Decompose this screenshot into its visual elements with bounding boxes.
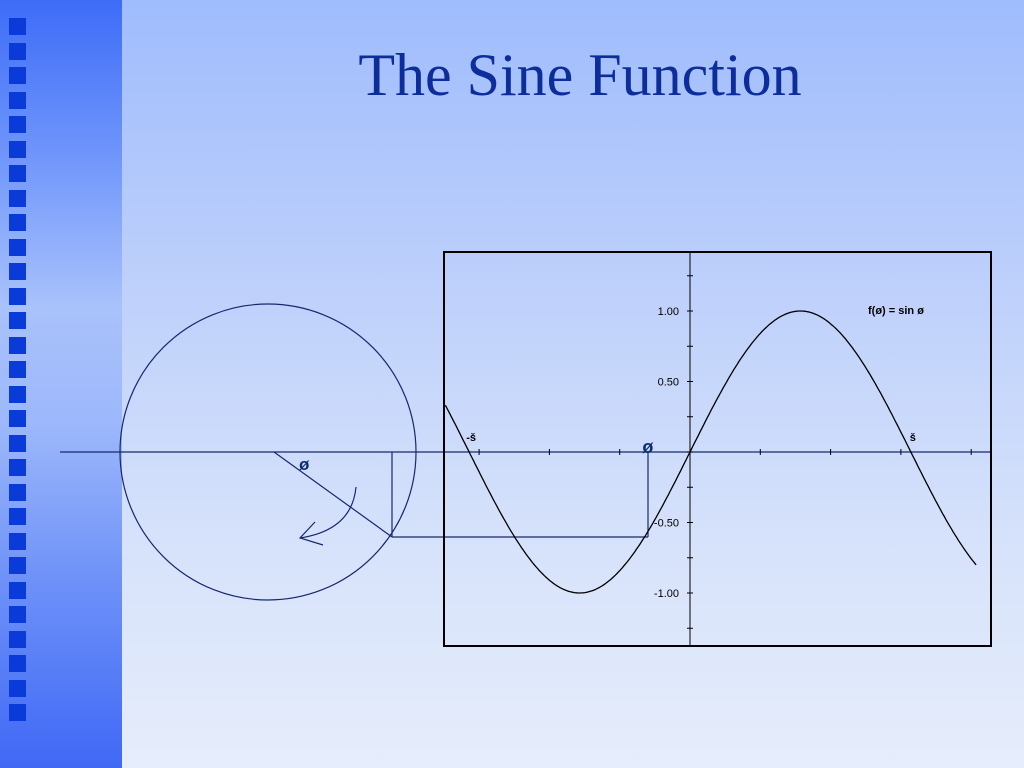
square-bullet-icon [9,18,26,35]
square-bullet-icon [9,508,26,525]
y-tick-label: -1.00 [654,588,679,600]
square-bullet-icon [9,606,26,623]
square-bullet-icon [9,410,26,427]
chart-frame [443,251,992,647]
rotation-arrow [299,486,357,539]
chart-legend: f(ø) = sin ø [868,305,924,317]
square-bullet-icon [9,679,26,697]
square-bullet-icon [9,336,26,354]
sine-curve [444,310,977,594]
circle-angle-label: ø [299,455,310,474]
x-marker-label: -š [466,432,476,444]
square-bullet-icon [9,263,26,280]
square-bullet-icon [9,67,26,84]
sidebar-decoration [0,0,122,768]
square-bullet-icon [9,532,26,550]
y-tick-label: -0.50 [654,518,679,530]
x-marker-label: ø [642,437,653,457]
x-marker-label: š [910,432,916,444]
unit-circle [119,303,417,601]
square-bullet-icon [9,140,26,158]
square-bullet-icon [9,287,26,305]
square-bullet-icon [9,214,26,231]
square-bullet-icon [9,385,26,403]
x-axis-ticks [478,449,972,455]
square-bullet-column [9,18,27,721]
square-bullet-icon [9,42,26,60]
radius-line [273,451,393,538]
square-bullet-icon [9,630,26,648]
square-bullet-icon [9,361,26,378]
slide-title: The Sine Function [358,42,802,108]
square-bullet-icon [9,704,26,721]
square-bullet-icon [9,312,26,329]
square-bullet-icon [9,116,26,133]
y-tick-label: 0.50 [658,377,679,389]
square-bullet-icon [9,557,26,574]
y-axis-tick-labels: 1.00 0.50 -0.50 -1.00 [654,306,679,600]
rotation-arrowhead-icon [298,521,324,546]
square-bullet-icon [9,459,26,476]
square-bullet-icon [9,91,26,109]
y-tick-label: 1.00 [658,306,679,318]
square-bullet-icon [9,165,26,182]
square-bullet-icon [9,581,26,599]
square-bullet-icon [9,655,26,672]
square-bullet-icon [9,238,26,256]
x-marker-labels: -š š ø [466,432,916,457]
square-bullet-icon [9,189,26,207]
square-bullet-icon [9,483,26,501]
square-bullet-icon [9,434,26,452]
y-axis-ticks [687,275,693,629]
